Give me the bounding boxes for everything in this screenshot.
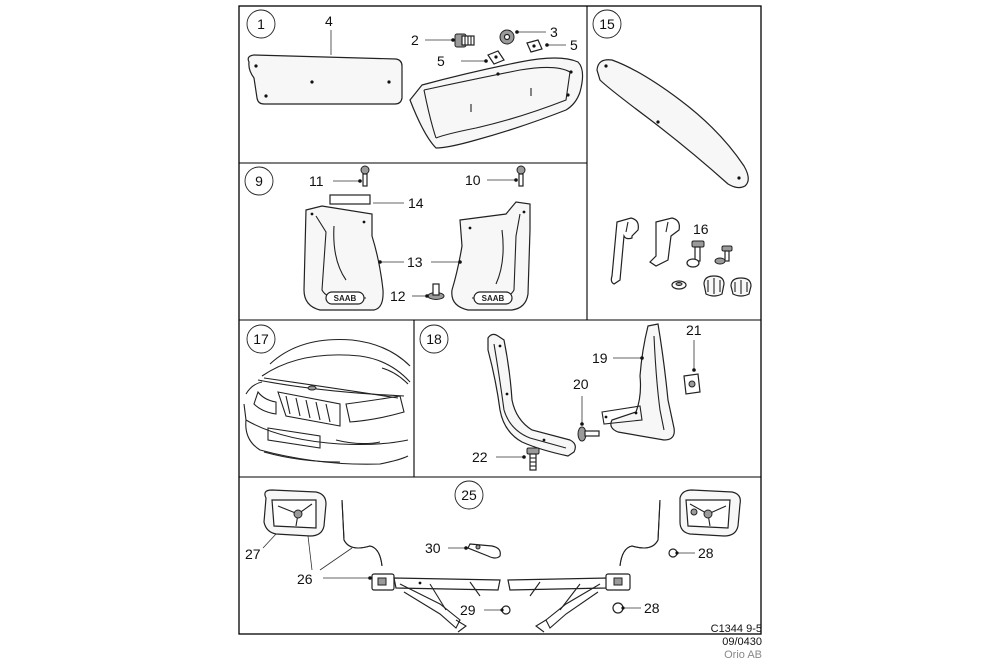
- mudflap-bracket-part-18: [487, 333, 576, 457]
- callout-13: 13: [407, 254, 423, 270]
- mirror-bracket-right: [507, 573, 631, 633]
- svg-text:1: 1: [257, 16, 265, 32]
- nut-part-3: [499, 29, 515, 45]
- bracket-set-part-16: [610, 217, 752, 297]
- section-label-18: 18: [419, 324, 449, 354]
- svg-text:17: 17: [253, 331, 269, 347]
- screw-part-10: [516, 165, 526, 187]
- callout-30: 30: [425, 540, 441, 556]
- callout-11: 11: [309, 173, 324, 189]
- mirror-rod-right: [619, 499, 661, 567]
- footer-company: Orio AB: [724, 649, 762, 661]
- callout-5-left: 5: [437, 53, 445, 69]
- clip-part-5-left: [487, 50, 505, 65]
- callout-2: 2: [411, 32, 419, 48]
- callout-28-lower: 28: [644, 600, 660, 616]
- car-front-illustration: [243, 338, 411, 465]
- mirror-bracket-left-part-26: [371, 573, 501, 633]
- callout-3: 3: [550, 24, 558, 40]
- footer-code: C1344 9-5: [710, 623, 762, 635]
- callout-19: 19: [592, 350, 608, 366]
- callout-12: 12: [390, 288, 406, 304]
- section-label-25: 25: [454, 480, 484, 510]
- callout-21: 21: [686, 322, 702, 338]
- footer-date: 09/0430: [722, 636, 762, 648]
- mudflap-part-19: [601, 323, 675, 441]
- section-label-1: 1: [246, 9, 276, 39]
- screw-part-20: [577, 426, 600, 442]
- mirror-left-part-27: [263, 489, 327, 537]
- mirror-right: [679, 489, 741, 537]
- rivet-part-12: [427, 283, 445, 300]
- svg-text:18: 18: [426, 331, 442, 347]
- plate-part-4: [247, 54, 403, 105]
- section-label-17: 17: [246, 324, 276, 354]
- visor-strip-part-15: [596, 59, 749, 189]
- svg-text:9: 9: [255, 173, 263, 189]
- front-plate-holder: [409, 57, 584, 149]
- callout-28-upper: 28: [698, 545, 714, 561]
- clip-part-5-right: [526, 39, 543, 53]
- bracket-part-14: [329, 194, 371, 205]
- callout-26: 26: [297, 571, 313, 587]
- callout-29: 29: [460, 602, 476, 618]
- screw-part-2: [454, 33, 475, 48]
- section-label-9: 9: [244, 166, 274, 196]
- mirror-rod-left: [341, 499, 383, 567]
- mudflap-right-part-13: SAAB: [451, 201, 531, 311]
- screw-part-11: [360, 165, 370, 187]
- callout-22: 22: [472, 449, 488, 465]
- clip-part-21: [683, 373, 701, 395]
- mudflap-badge-left: SAAB: [334, 294, 357, 303]
- callout-5-right: 5: [570, 37, 578, 53]
- tool-part-30: [467, 543, 501, 559]
- callout-27: 27: [245, 546, 261, 562]
- mudflap-left-part-13: SAAB: [303, 205, 384, 311]
- svg-text:25: 25: [461, 487, 477, 503]
- callout-16: 16: [693, 221, 709, 237]
- callout-20: 20: [573, 376, 589, 392]
- callout-14: 14: [408, 195, 424, 211]
- svg-text:15: 15: [599, 16, 615, 32]
- callout-10: 10: [465, 172, 481, 188]
- bolt-part-22: [526, 447, 540, 471]
- callout-4: 4: [325, 13, 333, 29]
- section-label-15: 15: [592, 9, 622, 39]
- mudflap-badge-right: SAAB: [482, 294, 505, 303]
